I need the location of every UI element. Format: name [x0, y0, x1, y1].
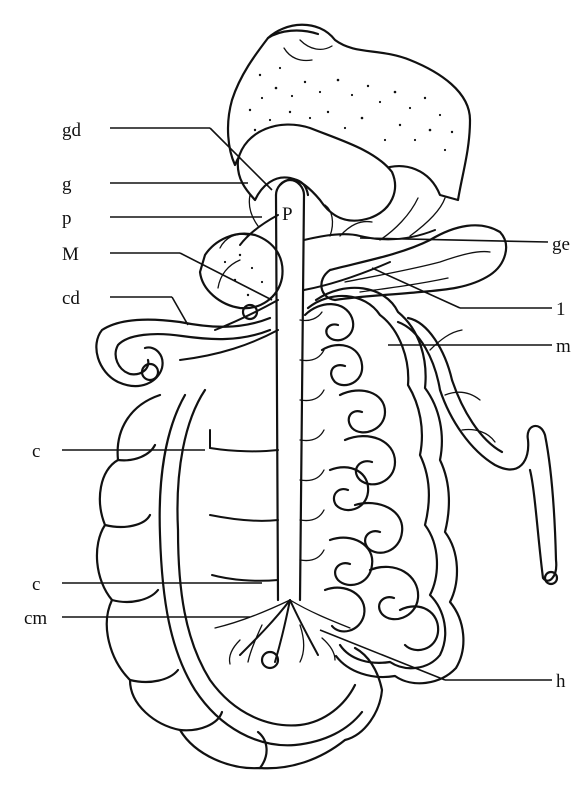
label-gd: gd — [62, 120, 82, 141]
mesentery-vessel — [398, 318, 557, 584]
label-p: p — [62, 208, 72, 229]
label-cd: cd — [62, 288, 80, 309]
label-ge: ge — [552, 234, 570, 255]
label-cm: cm — [24, 608, 47, 629]
label-c-upper: c — [32, 441, 40, 462]
label-P-inner: P — [282, 204, 293, 225]
label-c-lower: c — [32, 574, 40, 595]
bile-duct-loop — [96, 318, 270, 386]
pancreas — [200, 234, 283, 319]
labels: gd g p M cd c c cm ge 1 m h P — [24, 120, 571, 692]
label-l: 1 — [556, 299, 566, 320]
label-M: M — [62, 244, 79, 265]
label-m: m — [556, 336, 571, 357]
leader-lines — [62, 128, 552, 680]
label-g: g — [62, 174, 72, 195]
label-h: h — [556, 671, 566, 692]
